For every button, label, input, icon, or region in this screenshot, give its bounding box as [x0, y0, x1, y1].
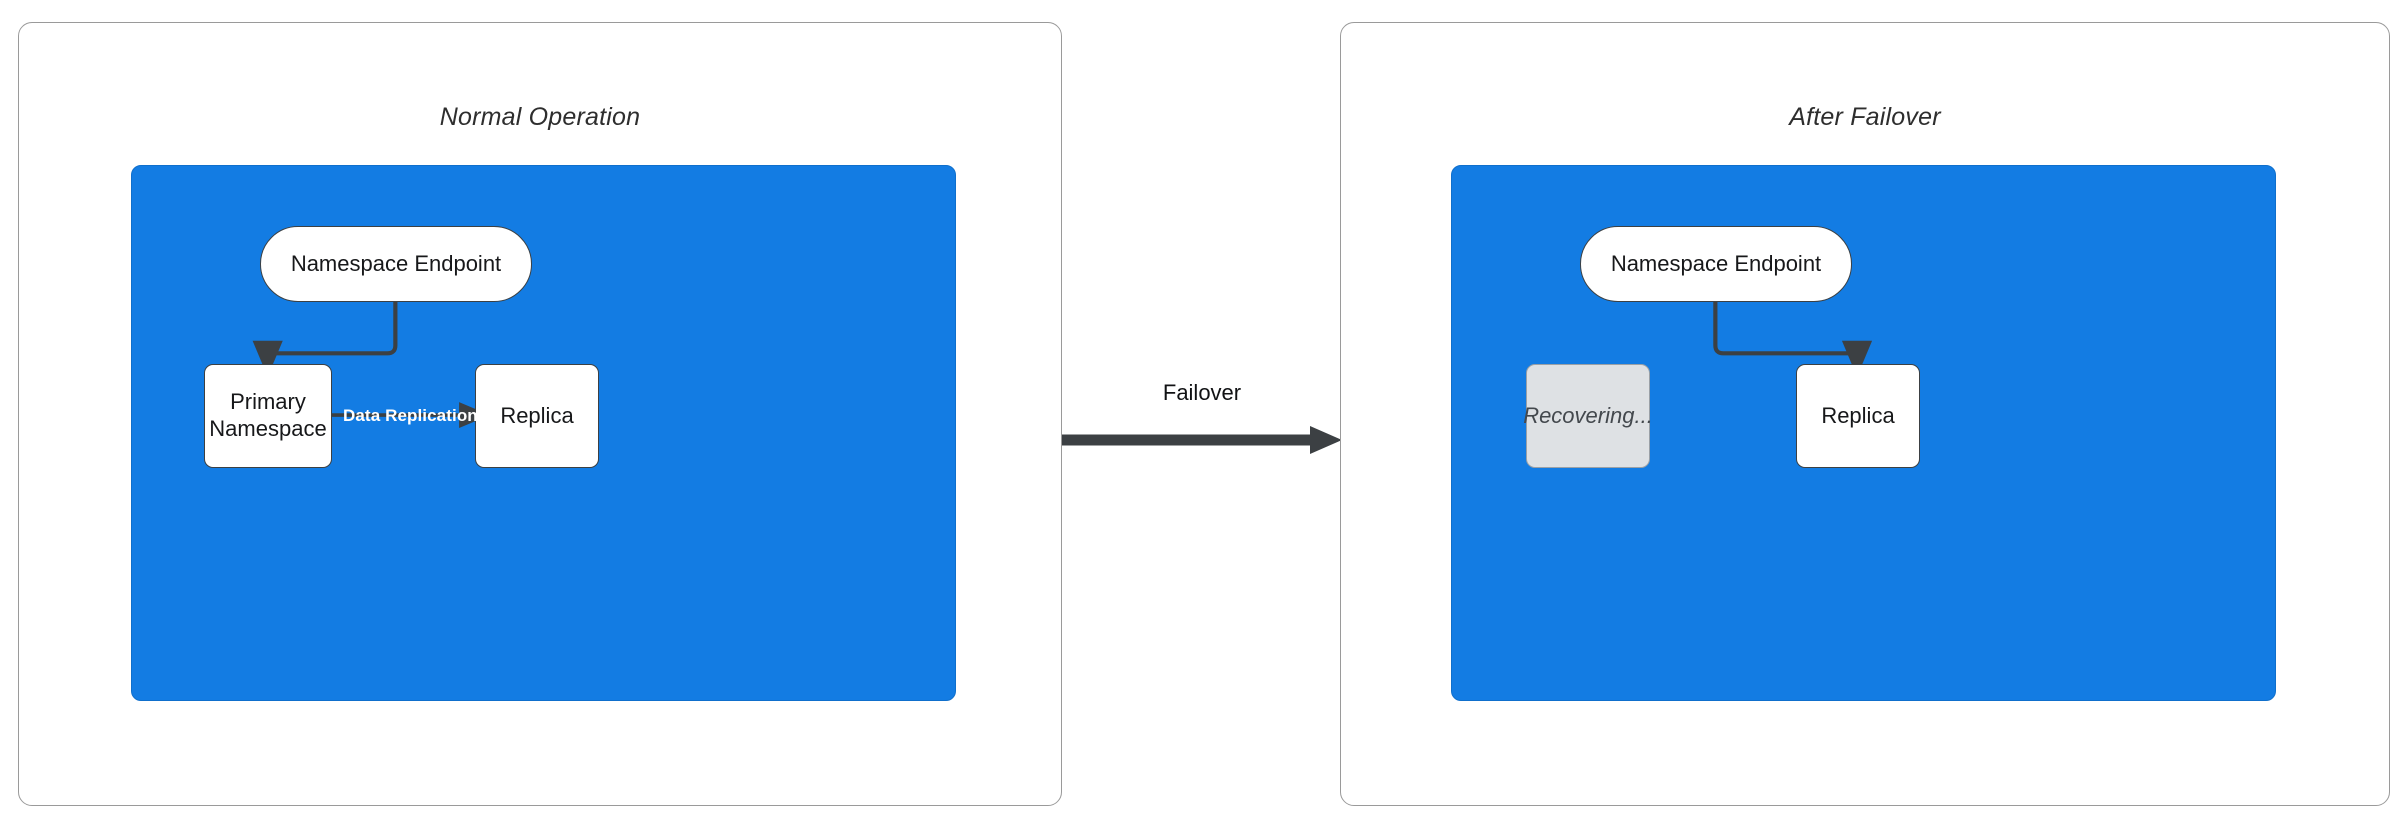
node-label: Namespace Endpoint: [1610, 250, 1822, 276]
node-replica-right[interactable]: Replica: [1796, 364, 1920, 468]
panel-after-failover: After Failover Namespace Endpoint Recove…: [1340, 22, 2390, 806]
cluster-failover-region: Namespace Endpoint Recovering... Replica: [1451, 165, 2276, 701]
node-label: Replica: [500, 402, 574, 428]
node-replica-left[interactable]: Replica: [475, 364, 599, 468]
panel-normal-operation: Normal Operation Namespace End: [18, 22, 1062, 806]
panel-right-title: After Failover: [1789, 103, 1941, 131]
node-namespace-endpoint-left[interactable]: Namespace Endpoint: [260, 226, 532, 302]
transition-failover: Failover: [1062, 380, 1342, 490]
edge-label-data-replication: Data Replication: [343, 406, 478, 425]
node-label: Primary Namespace: [209, 389, 327, 441]
node-label: Recovering...: [1523, 402, 1653, 428]
node-namespace-endpoint-right[interactable]: Namespace Endpoint: [1580, 226, 1852, 302]
node-primary-namespace[interactable]: Primary Namespace: [204, 364, 332, 468]
node-label: Replica: [1821, 402, 1895, 428]
cluster-primary-region: Namespace Endpoint Primary Namespace Rep…: [131, 165, 956, 701]
failover-arrow-icon: [1062, 426, 1342, 454]
panel-left-title: Normal Operation: [439, 103, 641, 131]
failover-label: Failover: [1162, 380, 1242, 405]
node-label: Namespace Endpoint: [290, 250, 502, 276]
node-recovering[interactable]: Recovering...: [1523, 364, 1653, 468]
